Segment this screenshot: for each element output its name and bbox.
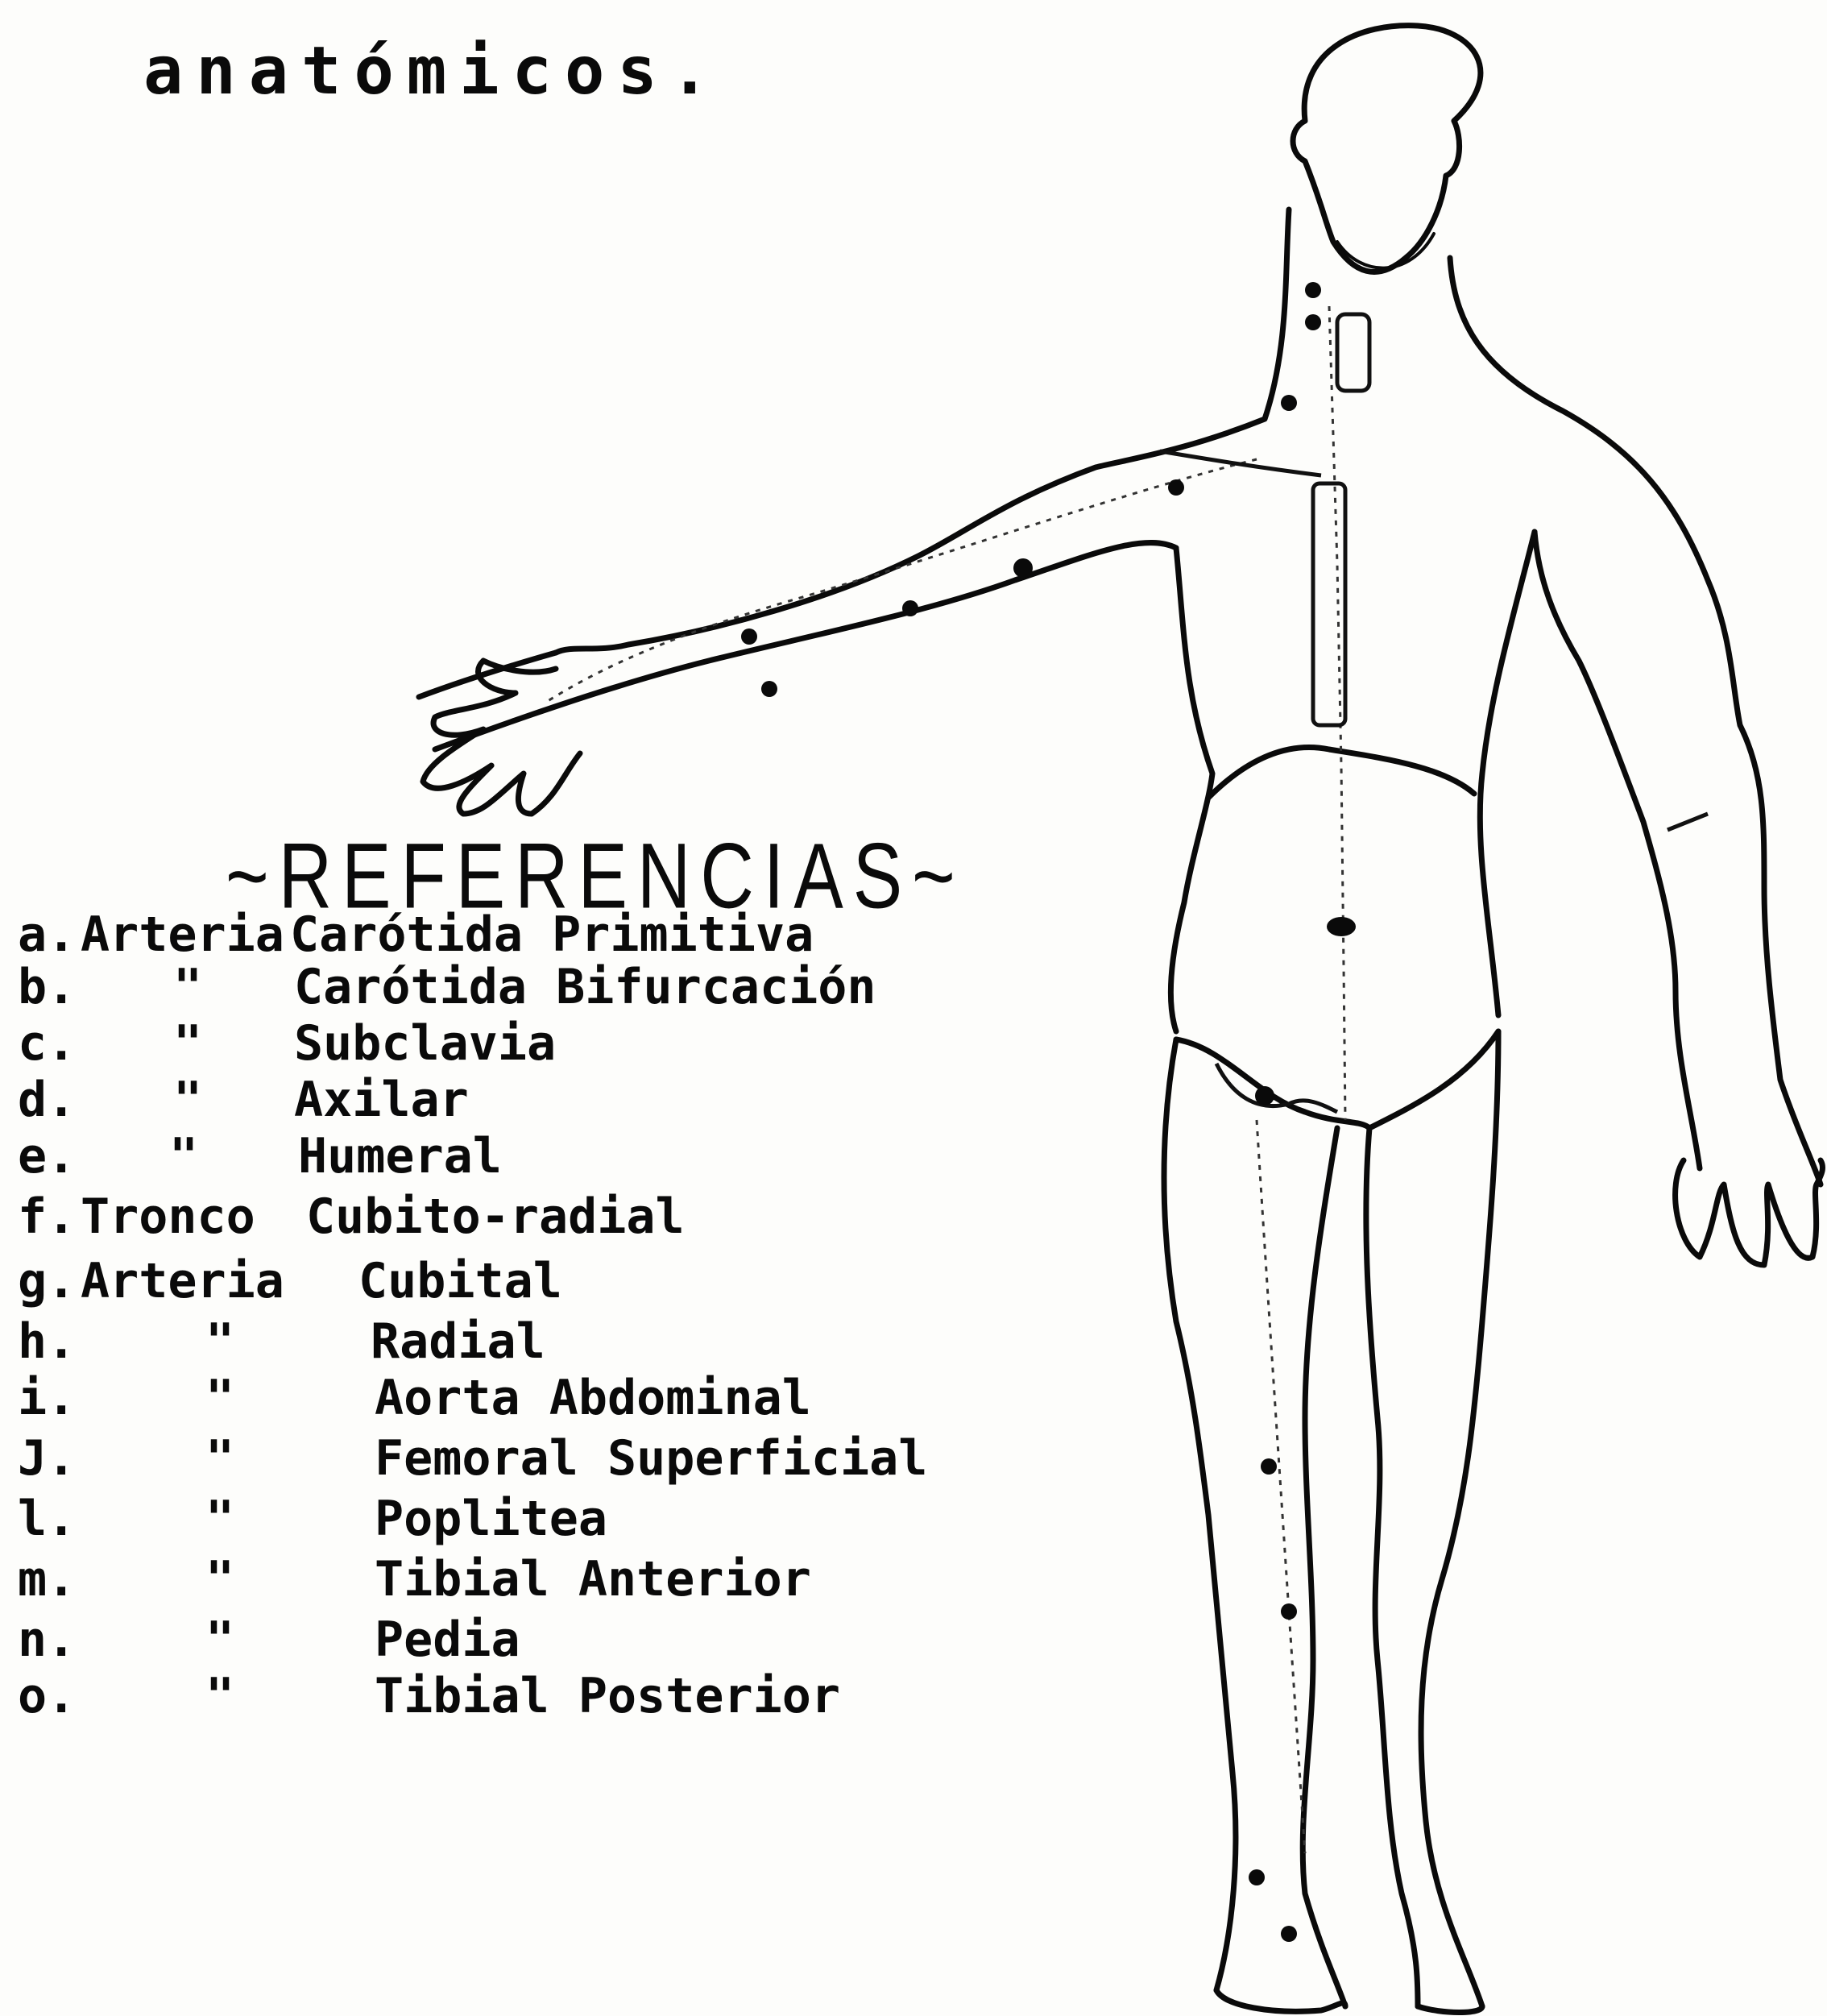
reference-letter: i.: [18, 1374, 76, 1422]
arm-artery-line: [548, 459, 1257, 701]
marker-f: [902, 600, 918, 616]
reference-name: Tibial Anterior: [375, 1555, 811, 1603]
reference-prefix: ": [205, 1672, 234, 1720]
reference-name: Tibial Posterior: [375, 1672, 840, 1720]
right-leg-outline: [1421, 1031, 1498, 2006]
reference-letter: h.: [18, 1317, 76, 1366]
head-outline: [1293, 26, 1481, 272]
reference-item: n. " Pedia: [0, 1616, 1047, 1672]
reference-letter: d.: [18, 1076, 76, 1124]
aorta-line: [1329, 306, 1345, 1120]
torso-right-outline: [1450, 258, 1821, 1184]
reference-name: Carótida Bifurcación: [294, 963, 876, 1011]
reference-letter: J.: [18, 1434, 76, 1483]
marker-b: [1305, 314, 1321, 330]
reference-name: Subclavia: [294, 1019, 556, 1068]
reference-item: o. " Tibial Posterior: [0, 1672, 1047, 1728]
reference-item: J. " Femoral Superficial: [0, 1434, 1047, 1491]
marker-h: [761, 681, 777, 697]
reference-prefix: ": [173, 1019, 202, 1068]
page-heading: anatómicos.: [143, 39, 723, 105]
reference-prefix: ": [169, 1132, 198, 1180]
right-hand-outline: [1676, 1160, 1823, 1265]
marker-i: [1327, 917, 1356, 936]
marker-d: [1168, 479, 1184, 496]
clavicle-shape: [1160, 451, 1321, 475]
reference-prefix: ": [205, 1317, 234, 1366]
reference-letter: c.: [18, 1019, 76, 1068]
reference-name: Humeral: [298, 1132, 502, 1180]
marker-j: [1255, 1086, 1274, 1105]
marker-e: [1013, 558, 1033, 578]
reference-prefix: ": [173, 963, 202, 1011]
reference-name: Cubito-radial: [306, 1193, 685, 1241]
left-leg-outline: [1164, 1039, 1236, 1990]
marker-m: [1281, 1603, 1297, 1620]
reference-name: Cubital: [358, 1257, 562, 1305]
reference-prefix: ": [205, 1495, 234, 1543]
reference-letter: o.: [18, 1672, 76, 1720]
arm-underside: [435, 543, 1176, 749]
reference-letter: b.: [18, 963, 76, 1011]
reference-item: g.Arteria Cubital: [0, 1257, 1047, 1313]
reference-prefix: ": [173, 1076, 202, 1124]
reference-name: Aorta Abdominal: [375, 1374, 811, 1422]
reference-item: m. " Tibial Anterior: [0, 1555, 1047, 1612]
marker-a: [1305, 282, 1321, 298]
reference-item: c. " Subclavia: [0, 1019, 1047, 1076]
reference-letter: e.: [18, 1132, 76, 1180]
left-hand-outline: [423, 661, 580, 814]
reference-item: d. " Axilar: [0, 1076, 1047, 1132]
left-foot-outline: [1216, 1990, 1345, 2011]
reference-name: Radial: [371, 1317, 545, 1366]
reference-letter: f.: [18, 1193, 76, 1241]
reference-item: b. " Carótida Bifurcación: [0, 963, 1047, 1019]
right-foot-outline: [1418, 2006, 1482, 2013]
reference-prefix: ": [205, 1616, 234, 1664]
marker-o: [1249, 1869, 1265, 1885]
reference-item: h. " Radial: [0, 1317, 1047, 1374]
reference-name: Poplitea: [375, 1495, 607, 1543]
reference-item: i. " Aorta Abdominal: [0, 1374, 1047, 1430]
sternum-shape: [1313, 483, 1345, 725]
reference-letter: a.: [18, 911, 76, 959]
reference-prefix: ": [205, 1374, 234, 1422]
reference-name: Carótida Primitiva: [290, 911, 814, 959]
reference-letter: m.: [18, 1555, 76, 1603]
leg-artery-line: [1257, 1120, 1305, 1853]
reference-letter: l.: [18, 1495, 76, 1543]
reference-prefix: Arteria: [81, 911, 284, 959]
reference-item: e. " Humeral: [0, 1132, 1047, 1188]
marker-g: [741, 628, 757, 645]
reference-letter: g.: [18, 1257, 76, 1305]
marker-l: [1261, 1458, 1277, 1475]
reference-prefix: Arteria: [81, 1257, 284, 1305]
reference-name: Femoral Superficial: [375, 1434, 927, 1483]
reference-letter: n.: [18, 1616, 76, 1664]
reference-item: f.Tronco Cubito-radial: [0, 1193, 1047, 1249]
reference-prefix: Tronco: [81, 1193, 255, 1241]
marker-n: [1281, 1926, 1297, 1942]
reference-name: Axilar: [294, 1076, 469, 1124]
reference-item: l. " Poplitea: [0, 1495, 1047, 1551]
reference-name: Pedia: [375, 1616, 520, 1664]
marker-c: [1281, 395, 1297, 411]
reference-prefix: ": [205, 1434, 234, 1483]
reference-prefix: ": [205, 1555, 234, 1603]
larynx-shape: [1337, 314, 1369, 391]
